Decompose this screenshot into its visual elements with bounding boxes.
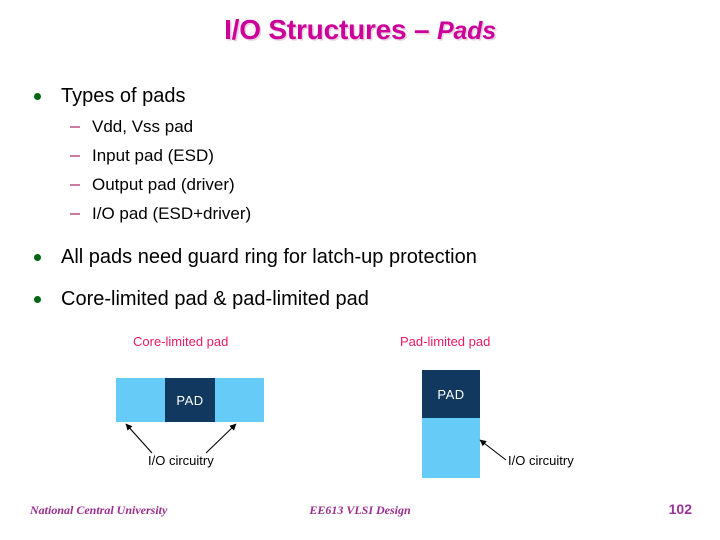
bullet-item-types-of-pads: Types of pads bbox=[28, 84, 688, 109]
bullet-label: Core-limited pad & pad-limited pad bbox=[61, 288, 369, 310]
page-title: I/O Structures – Pads bbox=[0, 14, 720, 46]
sub-bullet-label: Output pad (driver) bbox=[92, 175, 235, 194]
footer-course: EE613 VLSI Design bbox=[309, 503, 411, 517]
io-circuitry-block bbox=[422, 418, 480, 478]
page-title-emphasis: Pads bbox=[436, 17, 496, 45]
bullet-label: All pads need guard ring for latch-up pr… bbox=[61, 246, 477, 268]
dash-bullet-icon bbox=[70, 155, 80, 157]
bullet-dot-icon bbox=[34, 254, 41, 261]
io-circuitry-block-right bbox=[215, 378, 264, 422]
pad-limited-pad-diagram: PAD bbox=[422, 370, 480, 478]
bullet-item-core-vs-pad-limited: Core-limited pad & pad-limited pad bbox=[28, 287, 688, 312]
bullet-label: Types of pads bbox=[61, 85, 186, 107]
sub-bullet-label: Vdd, Vss pad bbox=[92, 117, 194, 136]
bullet-item-guard-ring: All pads need guard ring for latch-up pr… bbox=[28, 245, 688, 270]
sub-bullet-list: Vdd, Vss pad Input pad (ESD) Output pad … bbox=[28, 112, 688, 228]
core-limited-pad-title: Core-limited pad bbox=[133, 334, 229, 349]
dash-bullet-icon bbox=[70, 126, 80, 128]
sub-bullet-item-io-pad: I/O pad (ESD+driver) bbox=[28, 199, 688, 228]
bullet-dot-icon bbox=[34, 93, 41, 100]
sub-bullet-item-vdd-vss-pad: Vdd, Vss pad bbox=[28, 112, 688, 141]
bullet-list: Types of pads Vdd, Vss pad Input pad (ES… bbox=[28, 84, 688, 315]
pad-limited-pad-title: Pad-limited pad bbox=[400, 334, 491, 349]
pad-limited-io-circuitry-label: I/O circuitry bbox=[508, 453, 574, 468]
bullet-dot-icon bbox=[34, 296, 41, 303]
dash-bullet-icon bbox=[70, 184, 80, 186]
slide-footer: National Central University EE613 VLSI D… bbox=[0, 501, 720, 527]
sub-bullet-label: I/O pad (ESD+driver) bbox=[92, 204, 252, 223]
core-limited-io-circuitry-label: I/O circuitry bbox=[148, 453, 214, 468]
pad-limited-callout-arrow bbox=[479, 439, 507, 461]
sub-bullet-label: Input pad (ESD) bbox=[92, 146, 214, 165]
sub-bullet-item-input-pad: Input pad (ESD) bbox=[28, 141, 688, 170]
core-limited-pad-diagram: PAD bbox=[116, 378, 264, 422]
dash-bullet-icon bbox=[70, 213, 80, 215]
page-title-main: I/O Structures – bbox=[224, 14, 437, 45]
core-limited-callout-arrows bbox=[125, 423, 237, 454]
footer-page-number: 102 bbox=[668, 501, 692, 517]
sub-bullet-item-output-pad: Output pad (driver) bbox=[28, 170, 688, 199]
pad-block: PAD bbox=[165, 378, 215, 422]
pad-block: PAD bbox=[422, 370, 480, 418]
io-circuitry-block-left bbox=[116, 378, 165, 422]
footer-institution: National Central University bbox=[30, 503, 168, 517]
